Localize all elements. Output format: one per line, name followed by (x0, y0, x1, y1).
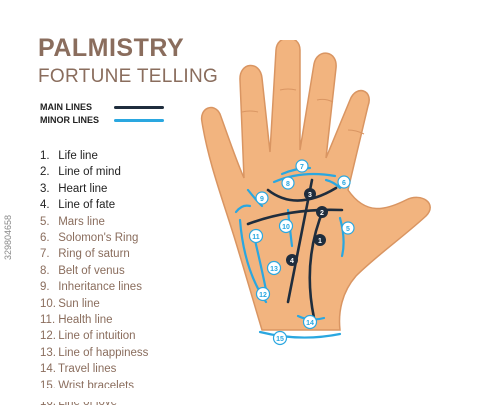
marker-4: 4 (286, 254, 298, 266)
marker-12: 12 (255, 286, 271, 302)
hand-illustration: 1 2 3 4 5 6 7 8 9 10 11 12 13 14 15 (200, 40, 431, 346)
legend-main-swatch (114, 105, 164, 109)
marker-14: 14 (302, 314, 318, 330)
svg-text:14: 14 (306, 320, 314, 327)
svg-text:15: 15 (276, 336, 284, 343)
line-minor (258, 330, 342, 339)
svg-text:3: 3 (308, 192, 312, 199)
line-minor (338, 216, 345, 258)
marker-6: 6 (337, 175, 351, 189)
line-minor (234, 204, 252, 214)
line-list: 1. Life line 2. Line of mind 3. Heart li… (40, 148, 148, 411)
mind-line (246, 208, 344, 226)
legend-main: MAIN LINES (40, 100, 164, 113)
marker-5: 5 (341, 221, 355, 235)
svg-text:13: 13 (270, 266, 278, 273)
svg-text:4: 4 (290, 258, 294, 265)
marker-2: 2 (316, 206, 328, 218)
stock-id: 329804658 (3, 214, 13, 260)
footer-strip (0, 388, 500, 402)
marker-13: 13 (266, 260, 282, 276)
legend-minor: MINOR LINES (40, 113, 164, 126)
legend-minor-label: MINOR LINES (40, 114, 100, 125)
list-item: 5. Mars line (40, 215, 105, 228)
list-item: 6. Solomon's Ring (40, 232, 139, 245)
marker-10: 10 (278, 218, 294, 234)
legend-main-label: MAIN LINES (40, 101, 93, 112)
marker-9: 9 (255, 191, 269, 205)
marker-3: 3 (304, 188, 316, 200)
list-item: 1. Life line (40, 150, 98, 162)
page-title: PALMISTRY (38, 34, 185, 62)
svg-text:9: 9 (260, 196, 264, 203)
list-item: 11. Health line (40, 314, 113, 327)
svg-text:11: 11 (252, 234, 260, 241)
hand-silhouette (200, 40, 431, 331)
list-item: 7. Ring of saturn (40, 248, 130, 261)
marker-8: 8 (281, 176, 295, 190)
line-minor (272, 172, 337, 184)
svg-text:1: 1 (318, 238, 322, 245)
list-item: 13. Line of happiness (40, 346, 149, 359)
marker-11: 11 (248, 228, 264, 244)
list-item: 3. Heart line (40, 182, 108, 195)
page-subtitle: FORTUNE TELLING (38, 66, 219, 87)
legend-minor-swatch (114, 118, 164, 122)
svg-text:12: 12 (259, 292, 267, 299)
legend: MAIN LINES MINOR LINES (40, 100, 164, 126)
marker-1: 1 (314, 234, 326, 246)
list-item: 12. Line of intuition (40, 330, 136, 343)
svg-text:7: 7 (300, 164, 304, 171)
svg-text:8: 8 (286, 181, 290, 188)
list-item: 10. Sun line (40, 297, 100, 310)
svg-text:6: 6 (342, 180, 346, 187)
list-item: 2. Line of mind (40, 166, 121, 179)
marker-15: 15 (272, 330, 288, 346)
svg-text:5: 5 (346, 226, 350, 233)
list-item: 4. Line of fate (40, 199, 116, 212)
list-item: 14. Travel lines (40, 363, 117, 376)
heart-line (266, 186, 338, 202)
line-minor (324, 178, 342, 190)
list-item: 9. Inheritance lines (40, 281, 142, 294)
svg-text:10: 10 (282, 224, 290, 231)
marker-7: 7 (295, 159, 309, 173)
svg-text:2: 2 (320, 210, 324, 217)
life-line (308, 206, 326, 320)
list-item: 8. Belt of venus (40, 264, 125, 277)
